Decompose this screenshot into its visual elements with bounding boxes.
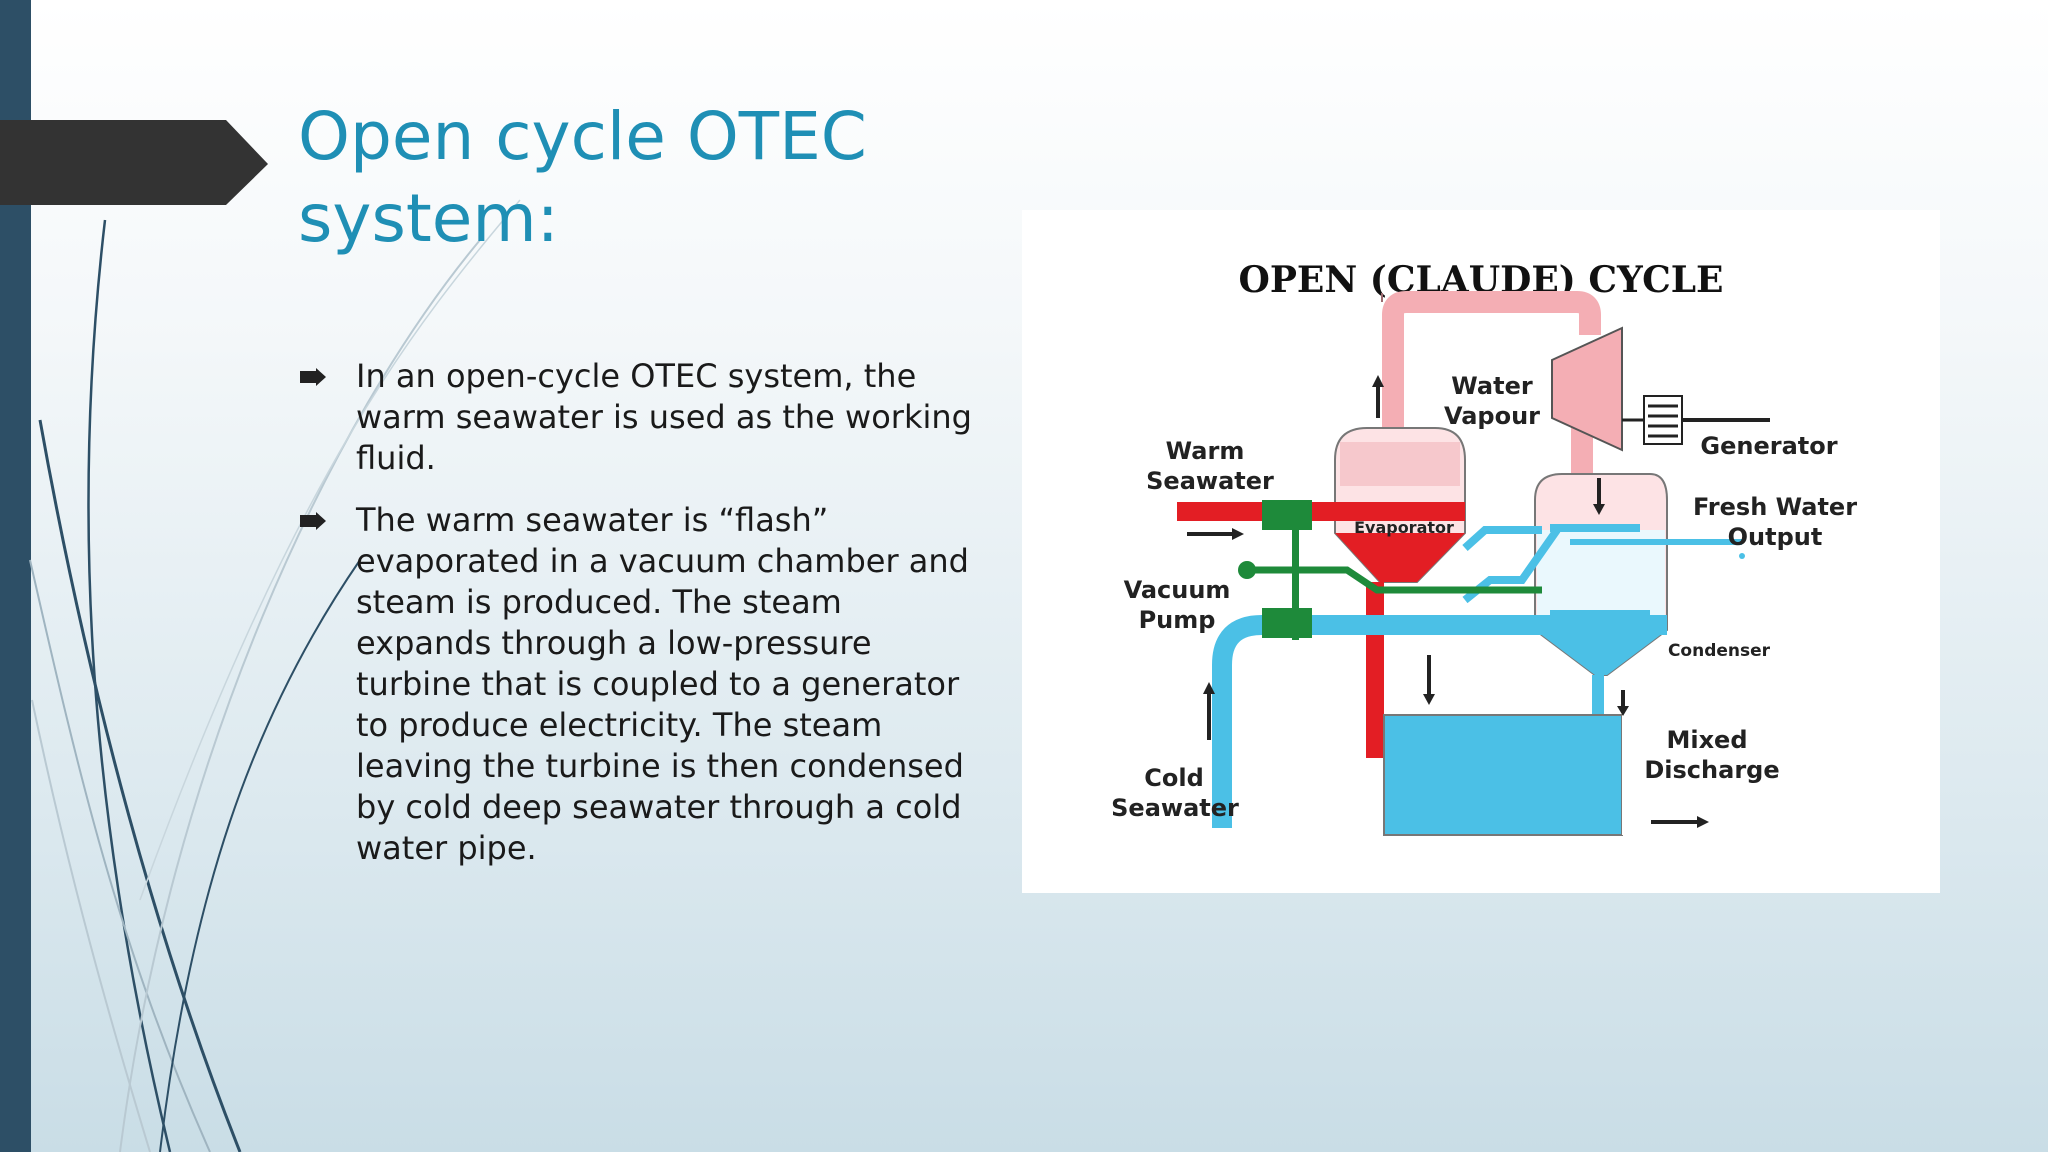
label-output: Output bbox=[1728, 523, 1823, 551]
label-warm-seawater: Seawater bbox=[1146, 467, 1274, 495]
label-pump: Pump bbox=[1139, 606, 1216, 634]
bullet-text: In an open-cycle OTEC system, the warm s… bbox=[356, 357, 972, 477]
label-cold-seawater: Seawater bbox=[1111, 794, 1239, 822]
warm-valve bbox=[1262, 500, 1312, 530]
brine-discharge-pipe bbox=[1366, 582, 1384, 758]
title-arrow-tab bbox=[0, 120, 268, 205]
label-discharge: Discharge bbox=[1644, 756, 1779, 784]
otec-diagram: OPEN (CLAUDE) CYCLE bbox=[1022, 210, 1940, 893]
label-cold: Cold bbox=[1144, 764, 1204, 792]
condenser-condensate bbox=[1535, 630, 1667, 675]
warm-seawater-pipe bbox=[1177, 502, 1465, 521]
label-fresh-water: Fresh Water bbox=[1693, 493, 1857, 521]
discharge-tank bbox=[1383, 714, 1623, 836]
evaporator-spray bbox=[1340, 442, 1460, 486]
bullet-text: The warm seawater is “flash” evaporated … bbox=[356, 501, 969, 867]
vapour-pipe bbox=[1382, 291, 1601, 430]
cold-seawater-pipe bbox=[1212, 615, 1667, 828]
label-generator: Generator bbox=[1700, 432, 1837, 460]
bullet-list: In an open-cycle OTEC system, the warm s… bbox=[300, 356, 980, 890]
turbine bbox=[1551, 326, 1623, 452]
label-warm: Warm bbox=[1166, 437, 1245, 465]
arrow-bullet-icon bbox=[300, 512, 326, 530]
evaporator-brine bbox=[1335, 533, 1465, 582]
label-evaporator: Evaporator bbox=[1354, 518, 1454, 537]
vacuum-pump-icon bbox=[1238, 561, 1256, 579]
arrow-bullet-icon bbox=[300, 368, 326, 386]
label-mixed: Mixed bbox=[1666, 726, 1747, 754]
label-condenser: Condenser bbox=[1668, 641, 1771, 661]
bullet-item: In an open-cycle OTEC system, the warm s… bbox=[300, 356, 980, 479]
otec-diagram-svg: OPEN (CLAUDE) CYCLE bbox=[1111, 259, 1857, 836]
bullet-item: The warm seawater is “flash” evaporated … bbox=[300, 500, 980, 869]
cold-valve bbox=[1262, 608, 1312, 638]
label-vapour: Vapour bbox=[1444, 402, 1540, 430]
slide-title: Open cycle OTEC system: bbox=[298, 98, 867, 257]
label-vacuum: Vacuum bbox=[1124, 576, 1231, 604]
label-water: Water bbox=[1451, 372, 1533, 400]
